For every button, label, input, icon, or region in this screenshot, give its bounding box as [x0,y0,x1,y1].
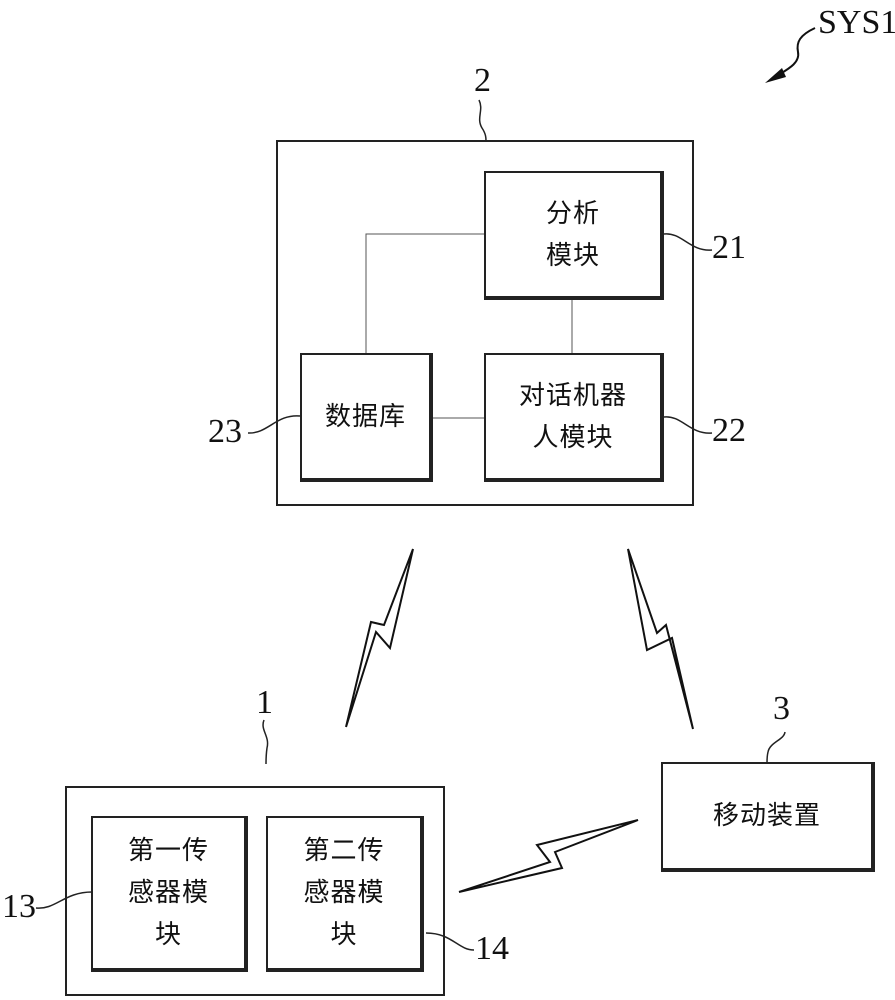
ref-analysis-module: 21 [712,229,746,266]
ref-first-sensor-module: 13 [2,888,36,925]
analysis-module-label: 分析 模块 [545,198,600,271]
leader-2 [478,99,487,142]
second-sensor-module[interactable]: 第二传 感器模 块 [266,816,424,972]
chatbot-module-label: 对话机器 人模块 [518,380,627,453]
second-sensor-module-label: 第二传 感器模 块 [303,836,385,950]
sys1-pointer-arrow [779,27,816,75]
wireless-link-1-to-2 [345,548,414,728]
mobile-device-label: 移动装置 [712,801,821,831]
ref-chatbot-module: 22 [712,412,746,449]
system-label: SYS1 [818,4,895,41]
leader-21 [663,233,713,251]
wire-analysis-to-database [365,233,484,353]
leader-14 [425,932,475,951]
leader-23 [247,415,301,434]
leader-3 [766,731,786,764]
server-box[interactable] [276,140,694,506]
database-module-label: 数据库 [324,401,406,432]
analysis-module[interactable]: 分析 模块 [484,171,664,300]
wireless-link-1-to-3 [458,819,639,893]
leader-13 [35,891,93,909]
sys1-arrowhead [765,68,786,83]
leader-22 [663,416,713,434]
chatbot-module[interactable]: 对话机器 人模块 [484,353,664,482]
ref-mobile-device: 3 [773,690,790,727]
ref-sensor-device: 1 [256,684,273,721]
ref-second-sensor-module: 14 [475,930,509,967]
database-module[interactable]: 数据库 [300,353,433,482]
ref-database-module: 23 [208,413,242,450]
ref-server: 2 [474,62,491,99]
first-sensor-module[interactable]: 第一传 感器模 块 [91,816,248,972]
first-sensor-module-label: 第一传 感器模 块 [127,836,209,950]
mobile-device-box[interactable]: 移动装置 [661,762,875,872]
sensor-device-box[interactable] [65,786,445,996]
leader-1 [262,719,269,765]
wireless-link-3-to-2 [627,548,694,730]
